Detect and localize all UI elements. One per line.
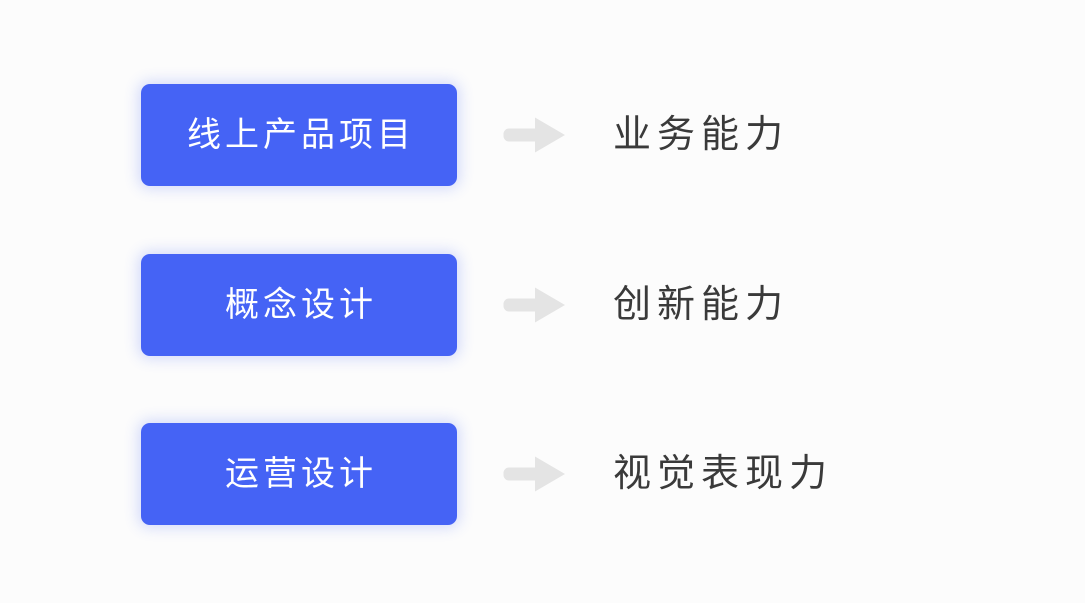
arrow-cell xyxy=(457,423,613,525)
arrow-right-icon xyxy=(503,117,565,153)
outcome-label: 创新能力 xyxy=(613,284,790,326)
source-chip-2[interactable]: 概念设计 xyxy=(141,254,457,356)
outcome-label: 业务能力 xyxy=(613,114,790,156)
source-chip-label: 线上产品项目 xyxy=(187,116,415,154)
mapping-row: 线上产品项目 业务能力 xyxy=(141,84,1001,186)
source-chip-1[interactable]: 线上产品项目 xyxy=(141,84,457,186)
mapping-row: 概念设计 创新能力 xyxy=(141,254,1001,356)
mapping-row: 运营设计 视觉表现力 xyxy=(141,423,1001,525)
arrow-cell xyxy=(457,254,613,356)
outcome-cell: 视觉表现力 xyxy=(613,423,1001,525)
source-chip-label: 概念设计 xyxy=(225,286,377,324)
outcome-label: 视觉表现力 xyxy=(613,453,834,495)
outcome-cell: 业务能力 xyxy=(613,84,1001,186)
arrow-right-icon xyxy=(503,287,565,323)
source-chip-label: 运营设计 xyxy=(225,455,377,493)
arrow-right-icon xyxy=(503,456,565,492)
outcome-cell: 创新能力 xyxy=(613,254,1001,356)
source-chip-3[interactable]: 运营设计 xyxy=(141,423,457,525)
arrow-cell xyxy=(457,84,613,186)
